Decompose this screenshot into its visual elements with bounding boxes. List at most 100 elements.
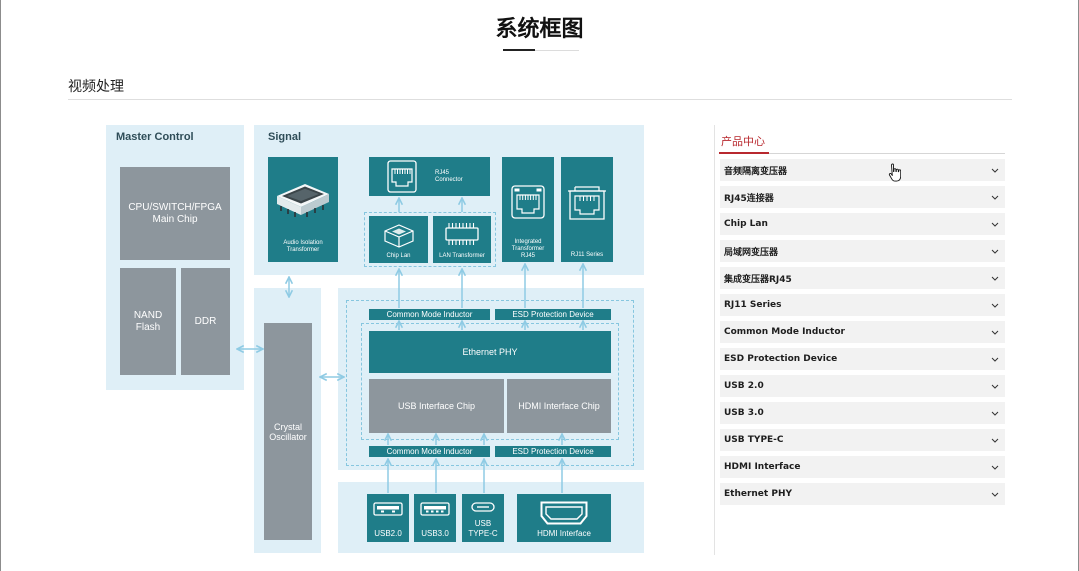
block-caption: USB TYPE-C	[462, 519, 504, 539]
sidebar-item-label: RJ11 Series	[724, 300, 782, 310]
page-title: 系统框图	[495, 17, 584, 42]
bottom-esd-protection-device-bar: ESD Protection Device	[495, 446, 611, 457]
chevron-down-icon[interactable]	[991, 303, 999, 308]
block-label: TYPE-C	[468, 529, 498, 538]
master-control-title: Master Control	[116, 131, 194, 143]
title-underline-accent	[503, 49, 535, 51]
block-label: Audio Isolation	[283, 240, 323, 246]
rj45-port-icon	[511, 185, 545, 219]
block-label: Integrated	[514, 239, 542, 245]
block-caption: Integrated Transformer RJ45	[502, 239, 554, 260]
sidebar-item-label: USB 2.0	[724, 381, 764, 391]
section-heading: 视频处理	[68, 79, 124, 95]
integrated-transformer-rj45-block: Integrated Transformer RJ45	[502, 157, 554, 262]
sidebar-item[interactable]: Common Mode Inductor	[720, 321, 1005, 343]
rj45-jack-icon	[387, 160, 417, 193]
sidebar-item-label: 局域网变压器	[724, 247, 779, 258]
sidebar-item-label: RJ45连接器	[724, 193, 774, 204]
block-label: Flash	[135, 321, 161, 333]
block-label: NAND	[133, 309, 163, 321]
section-divider	[68, 99, 1012, 100]
sidebar-item-label: HDMI Interface	[724, 462, 801, 472]
sidebar-item-label: USB TYPE-C	[724, 435, 784, 445]
block-label: LAN Transformer	[439, 253, 485, 259]
sidebar-item[interactable]: USB 3.0	[720, 402, 1005, 424]
chevron-down-icon[interactable]	[991, 492, 999, 497]
sidebar-item[interactable]: Ethernet PHY	[720, 483, 1005, 505]
chevron-down-icon[interactable]	[991, 465, 999, 470]
usb2-port-block: USB2.0	[367, 494, 409, 542]
block-caption: RJ45 Connector	[435, 170, 463, 184]
sidebar-divider	[714, 125, 715, 555]
chevron-down-icon[interactable]	[991, 249, 999, 254]
lan-group-outline	[364, 212, 496, 267]
rj11-series-block: RJ11 Series	[561, 157, 613, 262]
crystal-oscillator-block: Crystal Oscillator	[264, 323, 312, 540]
block-label: Chip Lan	[386, 253, 411, 259]
sidebar-title-rule	[719, 153, 1005, 154]
system-block-diagram: Master Control Signal	[106, 125, 646, 555]
product-category-list: 音频隔离变压器 RJ45连接器 Chip Lan 局域网变压器 集成变压器RJ4…	[720, 159, 1005, 510]
sidebar-item[interactable]: 局域网变压器	[720, 240, 1005, 262]
sidebar-item[interactable]: RJ45连接器	[720, 186, 1005, 208]
ic-chip-icon	[445, 223, 479, 245]
sidebar-item-label: Common Mode Inductor	[724, 327, 845, 337]
block-label: Ethernet PHY	[462, 347, 518, 357]
chevron-down-icon[interactable]	[991, 357, 999, 362]
sidebar-item-label: 集成变压器RJ45	[724, 274, 792, 285]
hdmi-interface-chip-block: HDMI Interface Chip	[507, 379, 611, 433]
sidebar-item[interactable]: Chip Lan	[720, 213, 1005, 235]
usb-a-port-icon	[373, 502, 403, 516]
block-label: USB3.0	[421, 529, 449, 538]
top-common-mode-inductor-bar: Common Mode Inductor	[369, 309, 490, 320]
block-label: CPU/SWITCH/FPGA	[128, 201, 222, 213]
transformer-component-icon	[277, 184, 329, 217]
block-label: Oscillator	[269, 431, 307, 442]
chevron-down-icon[interactable]	[991, 168, 999, 173]
chevron-down-icon[interactable]	[991, 330, 999, 335]
block-label: USB	[474, 519, 492, 528]
sidebar-item[interactable]: ESD Protection Device	[720, 348, 1005, 370]
chevron-down-icon[interactable]	[991, 276, 999, 281]
title-underline	[535, 50, 579, 51]
block-caption: Audio Isolation Transformer	[268, 240, 338, 254]
phy-group-outline	[361, 323, 619, 440]
chevron-down-icon[interactable]	[991, 384, 999, 389]
chevron-down-icon[interactable]	[991, 222, 999, 227]
ddr-block: DDR	[181, 268, 230, 375]
block-label: USB2.0	[374, 529, 402, 538]
chip-lan-component-icon	[384, 224, 414, 248]
block-label: Transformer	[286, 247, 320, 253]
block-label: RJ45	[435, 170, 450, 176]
block-label: Main Chip	[152, 213, 198, 225]
sidebar-item-label: Chip Lan	[724, 219, 768, 229]
chevron-down-icon[interactable]	[991, 195, 999, 200]
sidebar-item[interactable]: 集成变压器RJ45	[720, 267, 1005, 289]
chevron-down-icon[interactable]	[991, 411, 999, 416]
ethernet-phy-block: Ethernet PHY	[369, 331, 611, 373]
chip-lan-block: Chip Lan	[369, 216, 428, 263]
audio-isolation-transformer-block: Audio Isolation Transformer	[268, 157, 338, 262]
sidebar-item[interactable]: USB TYPE-C	[720, 429, 1005, 451]
hand-cursor-icon	[888, 163, 901, 182]
sidebar-item[interactable]: RJ11 Series	[720, 294, 1005, 316]
top-esd-protection-device-bar: ESD Protection Device	[495, 309, 611, 320]
sidebar-item[interactable]: 音频隔离变压器	[720, 159, 1005, 181]
block-label: Connector	[435, 177, 463, 183]
sidebar-item[interactable]: USB 2.0	[720, 375, 1005, 397]
sidebar-item-label: USB 3.0	[724, 408, 764, 418]
interface-group-outline	[346, 300, 634, 466]
nand-flash-block: NAND Flash	[120, 268, 176, 375]
sidebar-item[interactable]: HDMI Interface	[720, 456, 1005, 478]
usb-interface-chip-block: USB Interface Chip	[369, 379, 504, 433]
sidebar-item-label: 音频隔离变压器	[724, 166, 788, 177]
usb-a-port-icon	[420, 502, 450, 516]
chevron-down-icon[interactable]	[991, 438, 999, 443]
sidebar-item-label: ESD Protection Device	[724, 354, 838, 364]
lan-transformer-block: LAN Transformer	[433, 216, 491, 263]
block-label: HDMI Interface Chip	[518, 401, 600, 411]
block-label: Transformer	[511, 246, 545, 252]
usb3-port-block: USB3.0	[414, 494, 456, 542]
block-label: USB Interface Chip	[397, 401, 476, 411]
